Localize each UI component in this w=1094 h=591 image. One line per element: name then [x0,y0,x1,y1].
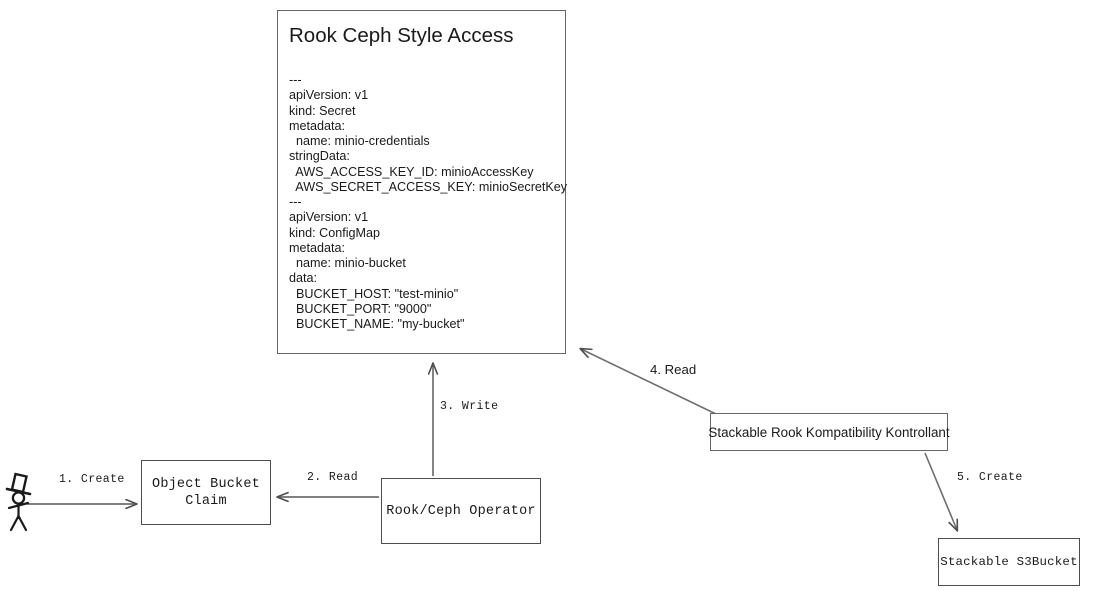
node-stackable-s3bucket-label: Stackable S3Bucket [940,555,1078,569]
node-kontrollant-label: Stackable Rook Kompatibility Kontrollant [708,424,950,440]
card-heading: Rook Ceph Style Access [289,24,514,47]
edge-label-create-5: 5. Create [957,471,1023,484]
yaml-manifest-text: --- apiVersion: v1 kind: Secret metadata… [289,73,568,331]
edge-label-write-3: 3. Write [440,400,499,413]
node-rook-ceph-operator-label: Rook/Ceph Operator [386,503,536,519]
node-object-bucket-claim[interactable]: Object Bucket Claim [141,460,271,525]
stick-figure-actor-icon [5,472,32,532]
node-rook-ceph-operator[interactable]: Rook/Ceph Operator [381,478,541,544]
edge-create-5 [924,452,957,530]
node-stackable-rook-kompatibility-kontrollant[interactable]: Stackable Rook Kompatibility Kontrollant [708,413,950,451]
edge-label-read-2: 2. Read [307,471,359,484]
node-object-bucket-claim-label: Object Bucket Claim [152,476,260,509]
edge-read-4 [581,349,717,415]
rook-ceph-style-access-card: Rook Ceph Style Access --- apiVersion: v… [277,10,568,354]
node-stackable-s3bucket[interactable]: Stackable S3Bucket [938,538,1080,586]
edge-label-create-1: 1. Create [59,473,125,486]
edge-label-read-4: 4. Read [650,362,697,377]
